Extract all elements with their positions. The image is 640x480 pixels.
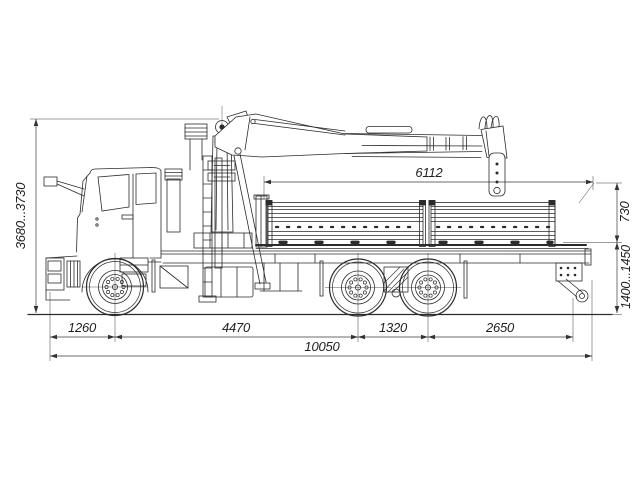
mirror [43, 176, 58, 187]
dimension-lines [30, 118, 622, 361]
dimension-overall-length-label: 10050 [304, 339, 340, 354]
dimension-axle-spread-label: 1320 [379, 320, 408, 335]
dimension-platform-length-label: 6112 [415, 165, 443, 180]
crane [184, 105, 508, 303]
dimension-front-overhang-label: 1260 [68, 320, 97, 335]
cargo-platform [253, 194, 589, 249]
dimension-overall-height-label: 3680...3730 [13, 182, 28, 249]
crane-outriggers [198, 153, 271, 303]
rear-step [555, 262, 589, 303]
chassis [151, 248, 592, 299]
dimension-arrows [33, 119, 620, 359]
crane-boom [344, 126, 483, 158]
dimension-labels: 3680...3730 6112 730 1400...1450 1260 44… [13, 165, 633, 354]
truck-artwork [27, 105, 613, 317]
dimension-floor-height-label: 1400...1450 [619, 245, 633, 309]
dimension-wheelbase-label: 4470 [222, 320, 251, 335]
dimension-rear-overhang-label: 2650 [485, 320, 515, 335]
dimension-board-height-label: 730 [617, 200, 632, 222]
door-handle [121, 214, 134, 220]
crane-inner-arm [214, 113, 428, 158]
crane-boom-head [478, 115, 508, 197]
